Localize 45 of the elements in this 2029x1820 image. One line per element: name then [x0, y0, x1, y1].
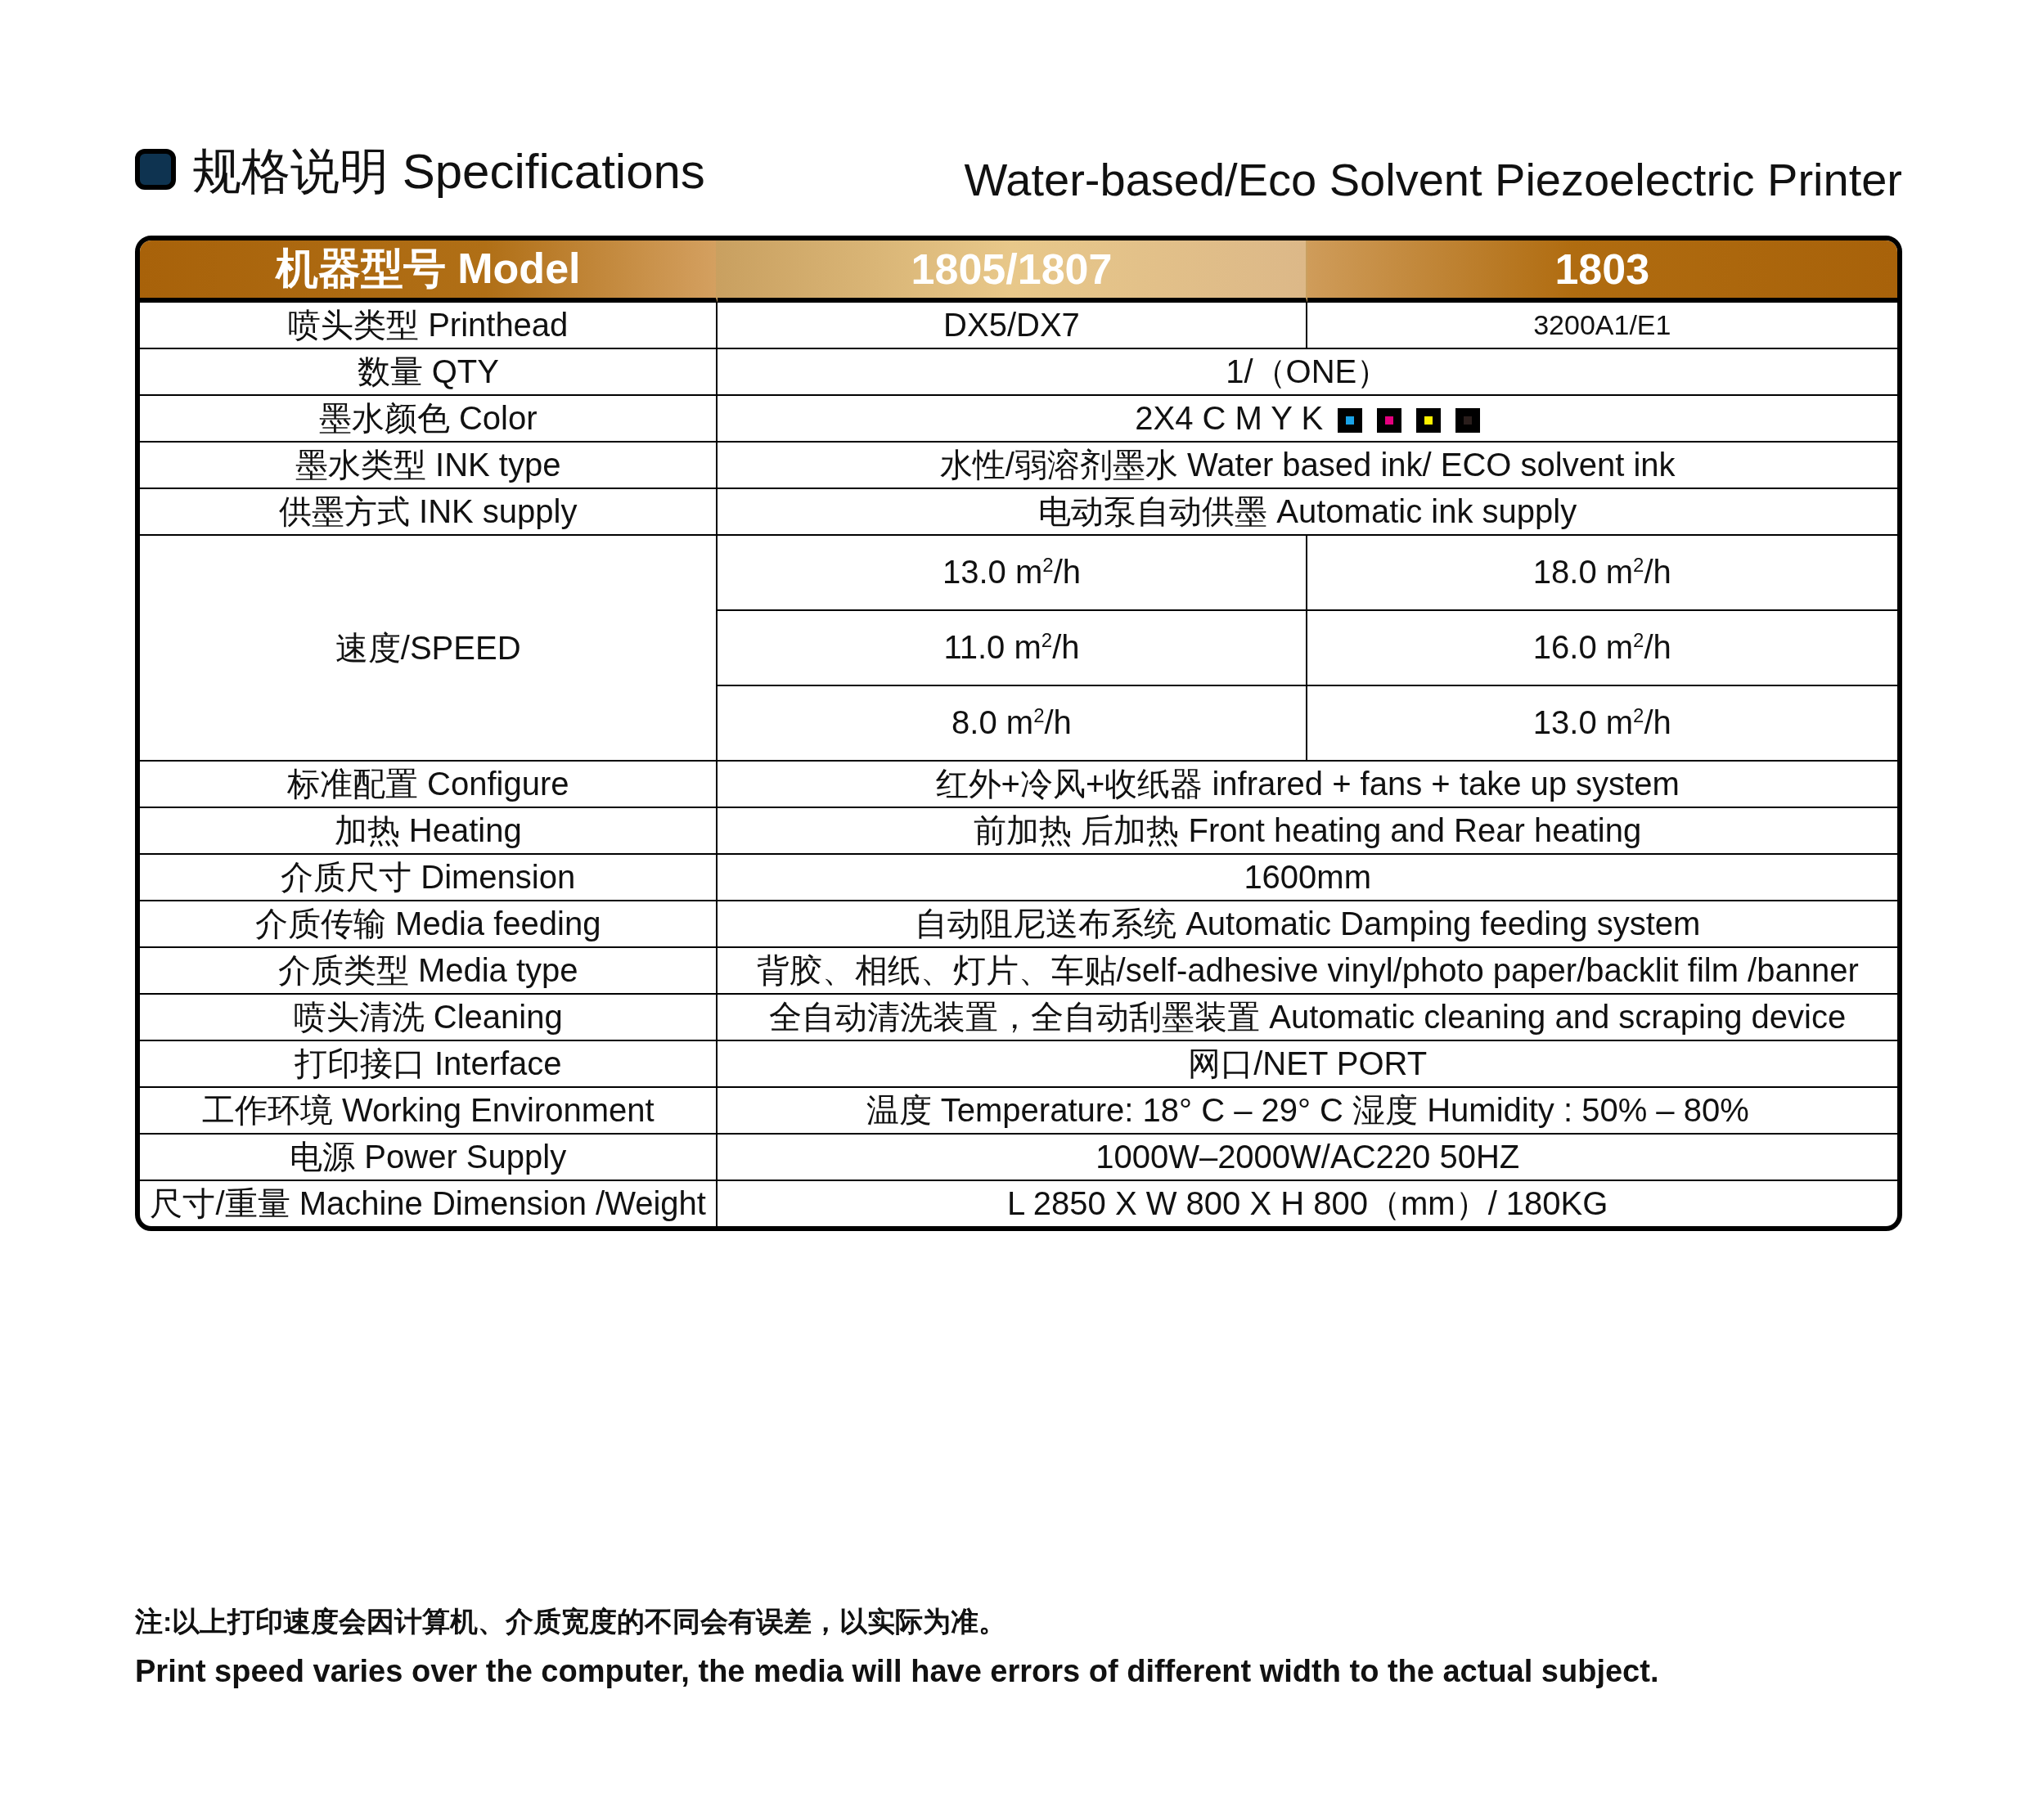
- table-cell: 打印接口 Interface: [140, 1041, 718, 1088]
- table-cell: DX5/DX7: [718, 303, 1307, 349]
- table-cell: 墨水颜色 Color: [140, 396, 718, 443]
- table-cell: 温度 Temperature: 18° C – 29° C 湿度 Humidity : 50% – 80%: [718, 1088, 1897, 1135]
- table-cell: 8.0 m$^{2}$/h: [718, 686, 1307, 762]
- table-cell: 速度/SPEED: [140, 536, 718, 762]
- table-cell-text: L 2850 X W 800 X H 800（mm）/ 180KG: [1006, 1184, 1609, 1223]
- table-cell: 标准配置 Configure: [140, 762, 718, 808]
- table-cell: 喷头类型 Printhead: [140, 303, 718, 349]
- table-cell: 11.0 m$^{2}$/h: [718, 611, 1307, 686]
- table-cell: 前加热 后加热 Front heating and Rear heating: [718, 808, 1897, 855]
- table-cell: 墨水类型 INK type: [140, 443, 718, 489]
- table-cell: 尺寸/重量 Machine Dimension /Weight: [140, 1181, 718, 1226]
- table-cell: 背胶、相纸、灯片、车贴/self-adhesive vinyl/photo paper/backlit film /banner: [718, 948, 1897, 995]
- table-cell: 电动泵自动供墨 Automatic ink supply: [718, 489, 1897, 536]
- table-cell: 喷头清洗 Cleaning: [140, 995, 718, 1041]
- table-cell: 红外+冷风+收纸器 infrared + fans + take up system: [718, 762, 1897, 808]
- table-cell: 1000W–2000W/AC220 50HZ: [718, 1135, 1897, 1181]
- table-cell: 介质类型 Media type: [140, 948, 718, 995]
- table-cell: 自动阻尼送布系统 Automatic Damping feeding system: [718, 901, 1897, 948]
- table-cell: 工作环境 Working Environment: [140, 1088, 718, 1135]
- table-cell: 18.0 m$^{2}$/h: [1307, 536, 1897, 611]
- table-cell: 1600mm: [718, 855, 1897, 901]
- table-cell: 电源 Power Supply: [140, 1135, 718, 1181]
- table-cell: 介质传输 Media feeding: [140, 901, 718, 948]
- table-cell: 全自动清洗装置，全自动刮墨装置 Automatic cleaning and scraping device: [718, 995, 1897, 1041]
- table-cell: 介质尺寸 Dimension: [140, 855, 718, 901]
- table-cell: 水性/弱溶剂墨水 Water based ink/ ECO solvent ink: [718, 443, 1897, 489]
- table-cell: 3200A1/E1: [1307, 303, 1897, 349]
- note-text: 注:以上打印速度会因计算机、介质宽度的不同会有误差，以实际为准。: [135, 1605, 1007, 1638]
- table-cell: 13.0 m$^{2}$/h: [718, 536, 1307, 611]
- table-cell: 13.0 m$^{2}$/h: [1307, 686, 1897, 762]
- table-cell: 数量 QTY: [140, 349, 718, 396]
- color-text: 2X4 C M Y K: [1135, 400, 1324, 436]
- table-cell: 16.0 m$^{2}$/h: [1307, 611, 1897, 686]
- header-cell: 机器型号 Model: [140, 240, 718, 303]
- header-cell: 1805/1807: [718, 240, 1307, 303]
- product-heading: Water-based/Eco Solvent Piezoelectric Printer: [964, 153, 1902, 207]
- section-title: 规格说明 Specifications: [192, 143, 705, 200]
- table-cell: 供墨方式 INK supply: [140, 489, 718, 536]
- note-text: Print speed varies over the computer, the media will have errors of different width to the actual subject.: [135, 1654, 1659, 1689]
- header-cell: 1803: [1307, 240, 1897, 303]
- table-cell: 加热 Heating: [140, 808, 718, 855]
- table-cell: 1/（ONE）: [718, 349, 1897, 396]
- table-cell: 网口/NET PORT: [718, 1041, 1897, 1088]
